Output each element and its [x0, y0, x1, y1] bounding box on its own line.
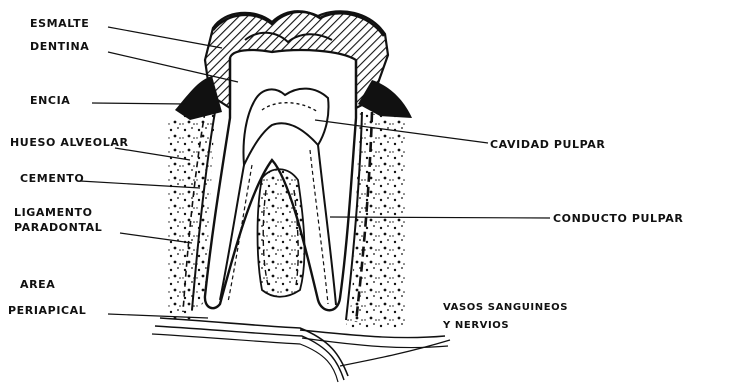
label-hueso-alveolar: HUESO ALVEOLAR — [10, 136, 129, 149]
label-vasos-line1: VASOS SANGUINEOS — [443, 301, 568, 314]
enamel — [205, 11, 388, 108]
leader-encia — [92, 103, 186, 104]
label-cemento: CEMENTO — [20, 172, 84, 185]
leader-esmalte — [108, 27, 222, 48]
label-conducto-pulpar: CONDUCTO PULPAR — [553, 212, 684, 225]
label-area-line1: AREA — [20, 278, 55, 291]
pulp-chamber — [243, 89, 328, 165]
label-area-line2: PERIAPICAL — [8, 304, 86, 317]
vessels-nerves — [160, 318, 348, 376]
label-cavidad-pulpar: CAVIDAD PULPAR — [490, 138, 606, 151]
label-ligamento-line1: LIGAMENTO — [14, 206, 93, 219]
label-encia: ENCIA — [30, 94, 70, 107]
label-dentina: DENTINA — [30, 40, 89, 53]
label-esmalte: ESMALTE — [30, 17, 89, 30]
label-vasos-line2: Y NERVIOS — [443, 319, 509, 332]
root-canal-right — [318, 145, 336, 305]
label-ligamento-line2: PARADONTAL — [14, 221, 102, 234]
